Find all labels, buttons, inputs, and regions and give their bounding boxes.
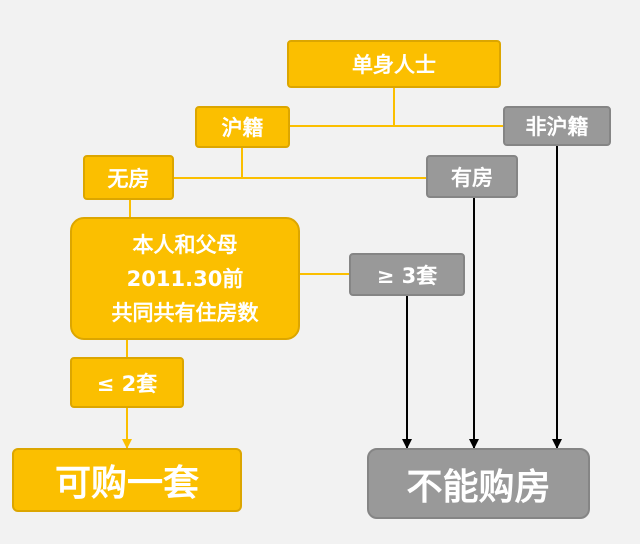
node-has-house: 有房	[426, 155, 518, 198]
node-single: 单身人士	[287, 40, 501, 88]
node-can-buy: 可购一套	[12, 448, 242, 512]
node-local-hukou: 沪籍	[195, 106, 290, 148]
question-line-2: 2011.30前	[126, 266, 244, 291]
node-house-count-question: 本人和父母 2011.30前 共同共有住房数	[70, 217, 300, 340]
node-cannot-buy: 不能购房	[367, 448, 590, 519]
node-ge3: ≥ 3套	[349, 253, 465, 296]
question-line-3: 共同共有住房数	[111, 300, 259, 325]
node-non-local-hukou: 非沪籍	[503, 106, 611, 146]
node-no-house: 无房	[83, 155, 174, 200]
question-line-1: 本人和父母	[132, 232, 238, 257]
node-le2: ≤ 2套	[70, 357, 184, 408]
